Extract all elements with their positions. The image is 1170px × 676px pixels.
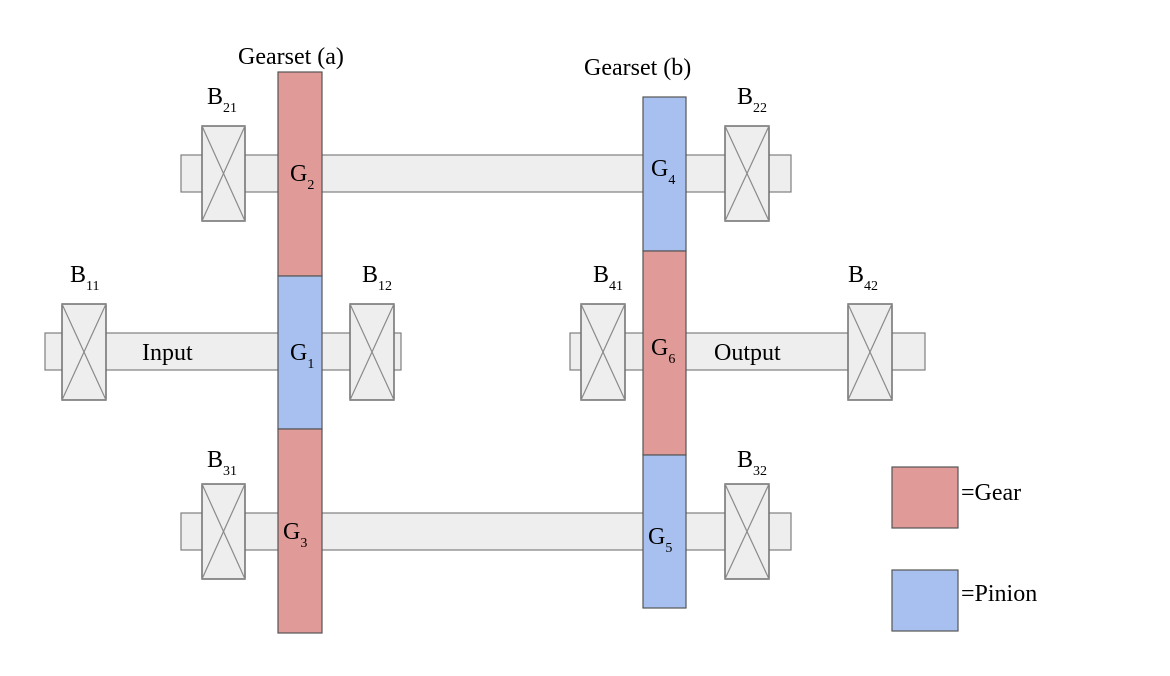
bearing-b22	[724, 125, 770, 222]
label-b22: B22	[737, 84, 767, 116]
gear-g6	[642, 250, 687, 456]
label-b41: B41	[593, 262, 623, 294]
label-b11: B11	[70, 262, 100, 294]
pinion-g1	[277, 275, 323, 430]
label-b42: B42	[848, 262, 878, 294]
lower-countershaft	[180, 512, 792, 551]
label-b12: B12	[362, 262, 392, 294]
legend-gear-label: =Gear	[961, 480, 1021, 506]
label-b32: B32	[737, 447, 767, 479]
legend-pinion-swatch	[891, 569, 959, 632]
pinion-g4	[642, 96, 687, 252]
label-g6: G6	[651, 335, 675, 367]
bearing-b31	[201, 483, 246, 580]
label-g5: G5	[648, 524, 672, 556]
gearset-b-title: Gearset (b)	[584, 55, 691, 81]
gear-g3	[277, 428, 323, 634]
bearing-b42	[847, 303, 893, 401]
label-b31: B31	[207, 447, 237, 479]
upper-countershaft	[180, 154, 792, 193]
output-label: Output	[714, 340, 781, 366]
gearset-a-title: Gearset (a)	[238, 44, 344, 70]
pinion-g5	[642, 454, 687, 609]
legend-pinion-label: =Pinion	[961, 581, 1037, 607]
input-label: Input	[142, 340, 193, 366]
label-b21: B21	[207, 84, 237, 116]
bearing-b32	[724, 483, 770, 580]
bearing-b41	[580, 303, 626, 401]
label-g4: G4	[651, 156, 675, 188]
bearing-b11	[61, 303, 107, 401]
legend: =Gear =Pinion	[891, 466, 1037, 632]
bearing-b12	[349, 303, 395, 401]
legend-gear-swatch	[891, 466, 959, 529]
label-g3: G3	[283, 519, 307, 551]
label-g1: G1	[290, 340, 314, 372]
bearing-b21	[201, 125, 246, 222]
label-g2: G2	[290, 161, 314, 193]
gear-g2	[277, 71, 323, 277]
